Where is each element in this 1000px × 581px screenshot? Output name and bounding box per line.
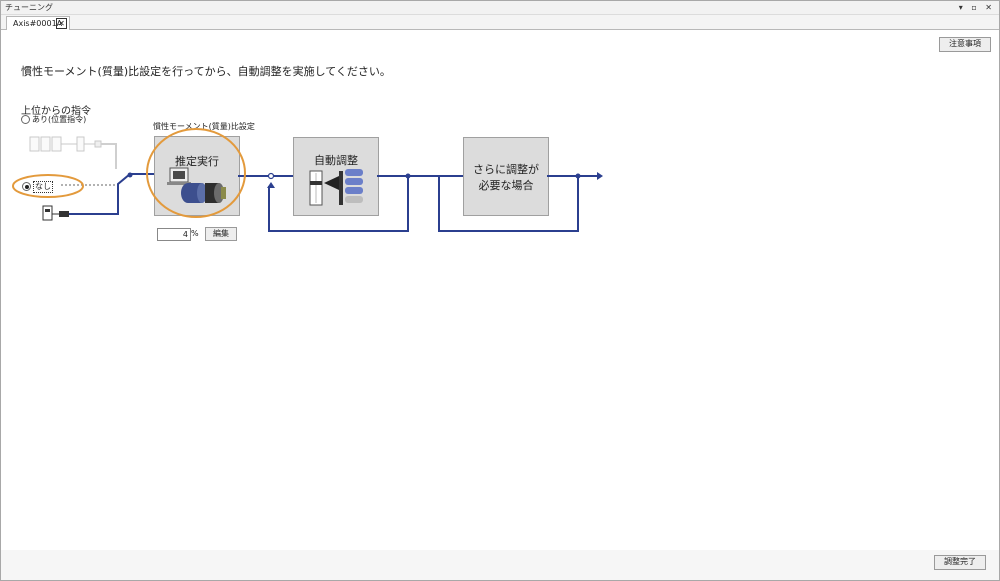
- tuning-slider-icon: [309, 169, 363, 206]
- radio-label-none: なし: [33, 181, 53, 193]
- tab-label: Axis#0001A: [13, 19, 63, 28]
- servo-amp-icon: [42, 205, 69, 221]
- none-option-highlight: [12, 174, 84, 198]
- notes-button[interactable]: 注意事項: [939, 37, 991, 52]
- radio-command-none[interactable]: なし: [22, 181, 53, 193]
- estimation-caption: 慣性モーメント(質量)比設定: [153, 122, 255, 131]
- servo-motor-icon: [167, 167, 226, 203]
- further-line1: さらに調整が: [473, 163, 539, 176]
- further-tuning-button[interactable]: さらに調整が 必要な場合: [463, 137, 549, 216]
- close-icon[interactable]: ✕: [56, 18, 67, 29]
- inertia-ratio-input[interactable]: 4: [157, 228, 191, 241]
- auto-tuning-button[interactable]: 自動調整: [293, 137, 379, 216]
- command-label: 上位からの指令: [21, 106, 91, 117]
- ratio-unit: %: [191, 229, 199, 238]
- window-controls[interactable]: ▾ ▫ ✕: [958, 3, 995, 12]
- radio-label-yes: あり(位置指令): [32, 115, 87, 124]
- controller-icon: [29, 136, 102, 152]
- tab-axis[interactable]: Axis#0001A ✕: [6, 16, 70, 30]
- radio-command-yes[interactable]: あり(位置指令): [21, 115, 86, 125]
- window-title: チューニング: [5, 3, 53, 12]
- further-tuning-label: さらに調整が 必要な場合: [464, 162, 548, 194]
- estimation-label: 推定実行: [175, 155, 219, 168]
- footer-bar: 調整完了: [1, 550, 999, 580]
- tuning-complete-button[interactable]: 調整完了: [934, 555, 986, 570]
- estimation-highlight: [146, 128, 246, 218]
- radio-circle-checked[interactable]: [22, 182, 31, 191]
- title-bar: チューニング ▾ ▫ ✕: [1, 1, 999, 15]
- instruction-text: 慣性モーメント(質量)比設定を行ってから、自動調整を実施してください。: [21, 65, 391, 78]
- flow-line: [69, 173, 597, 232]
- tab-strip: Axis#0001A ✕: [1, 15, 999, 30]
- auto-tuning-label: 自動調整: [314, 154, 358, 167]
- further-line2: 必要な場合: [478, 179, 534, 192]
- flow-arrow-icon: [597, 172, 603, 180]
- radio-circle[interactable]: [21, 115, 30, 124]
- edit-button[interactable]: 編集: [205, 227, 237, 241]
